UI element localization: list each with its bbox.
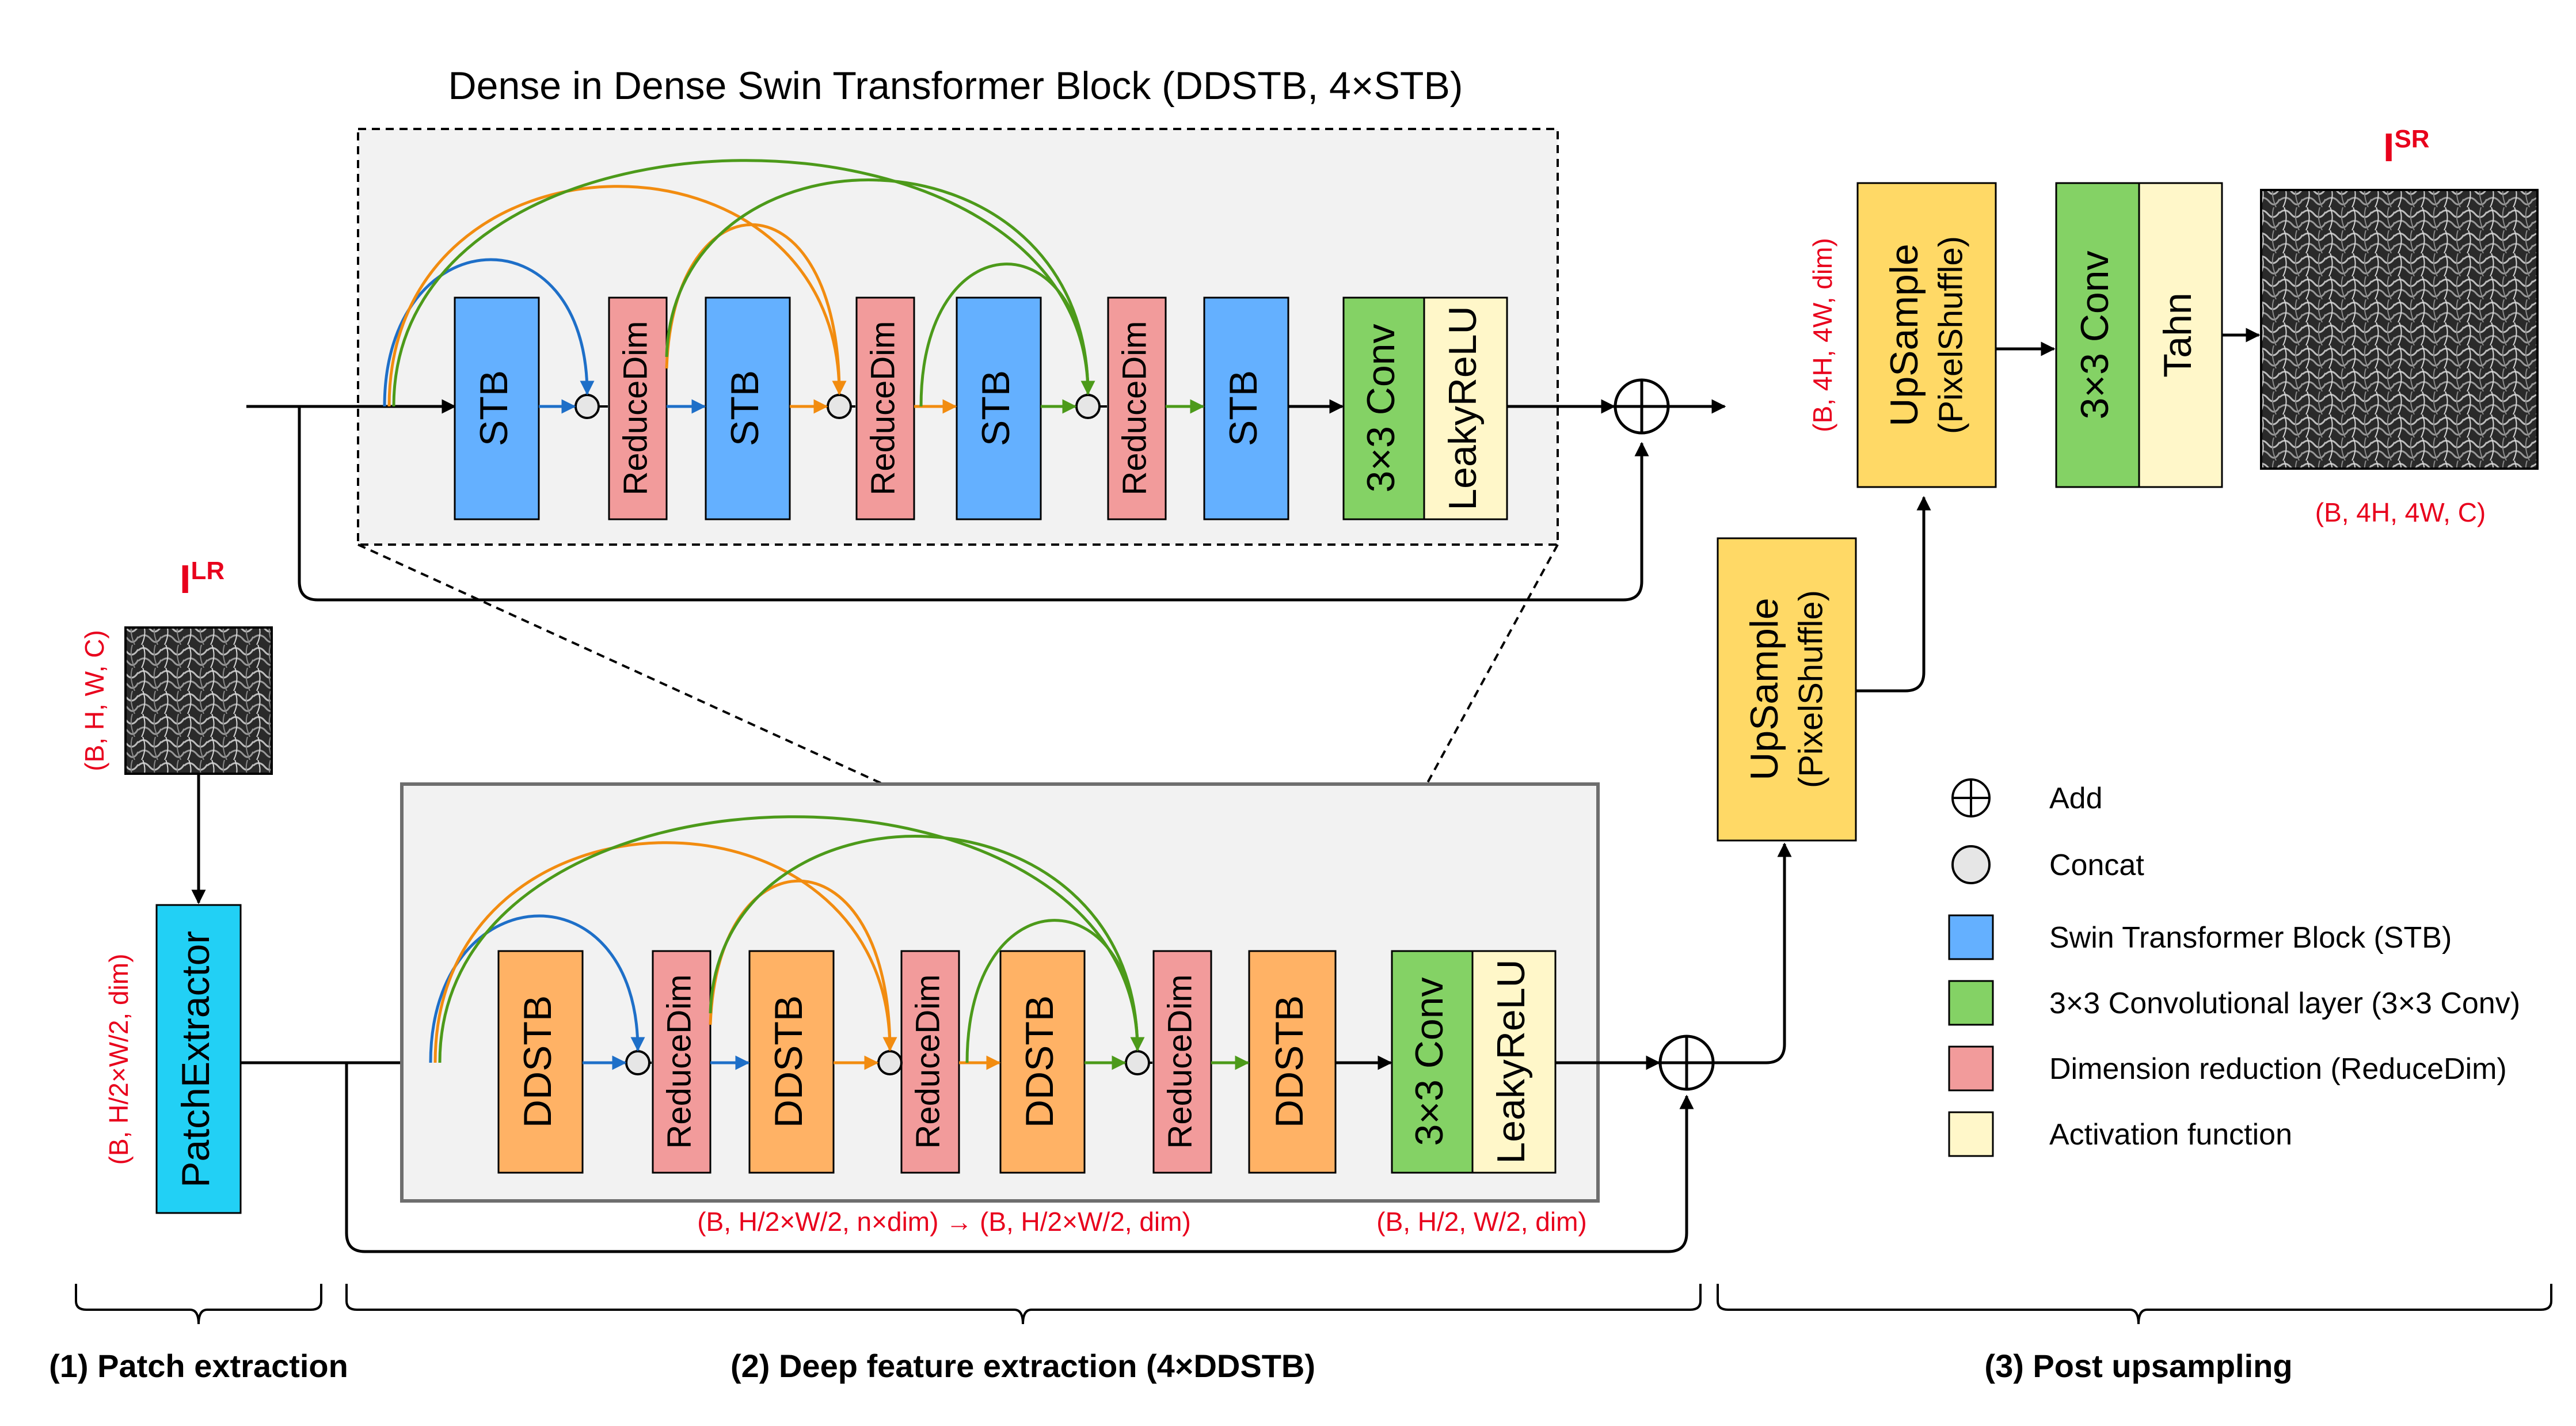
bottom-ddstb-2-label: DDSTB [767, 995, 811, 1128]
output-shape: (B, 4H, 4W, C) [2315, 497, 2486, 527]
top-reducedim-2-label: ReduceDim [864, 321, 901, 496]
patch-extractor [155, 904, 242, 1214]
legend-label-add: Add [2049, 782, 2103, 815]
output-symbol: ISR [2383, 125, 2430, 170]
post-tahn [2138, 182, 2223, 488]
bottom-concat-2 [877, 1050, 903, 1075]
legend-label-conv: 3×3 Convolutional layer (3×3 Conv) [2049, 987, 2520, 1020]
input-image [124, 626, 273, 775]
top-concat-3 [1075, 394, 1101, 419]
bottom-reducedim-3 [1152, 950, 1212, 1174]
bottom-shape-left: (B, H/2×W/2, n×dim) → (B, H/2×W/2, dim) [697, 1207, 1191, 1237]
upsample-1 [1717, 537, 1857, 842]
upsample-1-line2: (PixelShuffle) [1792, 590, 1829, 788]
top-arc-green-1 [392, 159, 1095, 407]
brace-post-upsampling [1717, 1284, 2552, 1325]
bottom-reducedim-2 [900, 950, 960, 1174]
legend-swatch-stb [1948, 914, 1994, 960]
add-icon [1951, 778, 1991, 817]
top-skip-connection [298, 406, 1649, 602]
bottom-arc-orange-1 [433, 841, 897, 1063]
top-arc-green-2 [665, 178, 1090, 394]
upsample-2-shape: (B, 4H, 4W, dim) [1808, 238, 1837, 432]
brace-patch-extraction [75, 1284, 322, 1325]
upsample-2-line1: UpSample [1882, 244, 1926, 427]
upsample-2 [1856, 182, 1997, 488]
bottom-leakyrelu-label: LeakyReLU [1489, 959, 1533, 1163]
upsample-2-line2: (PixelShuffle) [1932, 236, 1969, 434]
top-concat-2 [827, 394, 852, 419]
section-post-upsampling: (3) Post upsampling [1984, 1348, 2292, 1384]
bottom-add-node [1658, 1035, 1715, 1091]
output-image [2260, 189, 2539, 470]
bottom-reducedim-2-label: ReduceDim [909, 975, 946, 1149]
top-add-node [1614, 378, 1670, 435]
top-reducedim-2 [855, 296, 915, 520]
bottom-arc-blue-1 [429, 914, 645, 1063]
top-stb-1-label: STB [472, 370, 516, 446]
top-reducedim-1 [608, 296, 668, 520]
bottom-arc-green-2 [709, 835, 1139, 1051]
top-leakyrelu-label: LeakyReLU [1441, 306, 1485, 510]
patch-extractor-label: PatchExtractor [174, 931, 218, 1188]
section-patch-extraction: (1) Patch extraction [49, 1348, 348, 1384]
input-symbol: ILR [180, 557, 225, 602]
bottom-reducedim-1 [652, 950, 711, 1174]
legend-label-stb: Swin Transformer Block (STB) [2049, 921, 2452, 955]
top-stb-4-label: STB [1222, 370, 1265, 446]
section-deep-feature: (2) Deep feature extraction (4×DDSTB) [730, 1348, 1315, 1384]
top-arc-orange-1 [387, 185, 847, 407]
bottom-concat-1 [625, 1050, 650, 1075]
concat-icon [1951, 845, 1991, 884]
top-concat-1 [574, 394, 600, 419]
bottom-conv-label: 3×3 Conv [1407, 978, 1451, 1146]
bottom-arc-green-3 [965, 919, 1139, 1063]
bottom-arc-green-1 [438, 815, 1145, 1063]
legend-label-activation: Activation function [2049, 1118, 2292, 1151]
bottom-reducedim-1-label: ReduceDim [660, 975, 698, 1149]
input-shape: (B, H, W, C) [79, 630, 109, 771]
bottom-ddstb-3-label: DDSTB [1018, 995, 1061, 1128]
add-to-upsample1 [1713, 842, 1792, 1064]
bottom-ddstb-1-label: DDSTB [516, 995, 560, 1128]
legend-label-concat: Concat [2049, 849, 2144, 882]
top-arc-blue-1 [383, 258, 595, 407]
post-conv [2055, 182, 2140, 488]
upsample-1-line1: UpSample [1742, 598, 1786, 781]
bottom-reducedim-3-label: ReduceDim [1161, 975, 1198, 1149]
top-reducedim-3 [1107, 296, 1167, 520]
top-conv-label: 3×3 Conv [1359, 324, 1403, 493]
bottom-concat-3 [1125, 1050, 1150, 1075]
upsample1-to-upsample2 [1856, 496, 1931, 693]
brace-deep-feature [345, 1284, 1702, 1325]
top-reducedim-3-label: ReduceDim [1116, 321, 1153, 496]
bottom-leakyrelu [1471, 950, 1557, 1174]
bottom-skip-connection [345, 1063, 1694, 1253]
legend: Add Concat Swin Transformer Block (STB) … [1948, 778, 2520, 1157]
post-tahn-label: Tahn [2156, 292, 2200, 377]
top-stb-2-label: STB [723, 370, 767, 446]
bottom-shape-right: (B, H/2, W/2, dim) [1376, 1207, 1586, 1237]
legend-swatch-reducedim [1948, 1045, 1994, 1092]
top-stb-1 [454, 296, 540, 520]
bottom-ddstb-4-label: DDSTB [1268, 995, 1311, 1128]
top-reducedim-1-label: ReduceDim [617, 321, 654, 496]
top-arc-green-3 [919, 263, 1090, 407]
legend-label-reducedim: Dimension reduction (ReduceDim) [2049, 1052, 2507, 1086]
ddstb-title: Dense in Dense Swin Transformer Block (D… [448, 64, 1463, 108]
top-leakyrelu [1423, 296, 1508, 520]
top-conv [1342, 296, 1425, 520]
legend-swatch-activation [1948, 1111, 1994, 1157]
patch-extractor-shape: (B, H/2×W/2, dim) [104, 954, 134, 1165]
top-stb-3-label: STB [974, 370, 1018, 446]
post-conv-label: 3×3 Conv [2073, 251, 2117, 420]
legend-swatch-conv [1948, 980, 1994, 1026]
